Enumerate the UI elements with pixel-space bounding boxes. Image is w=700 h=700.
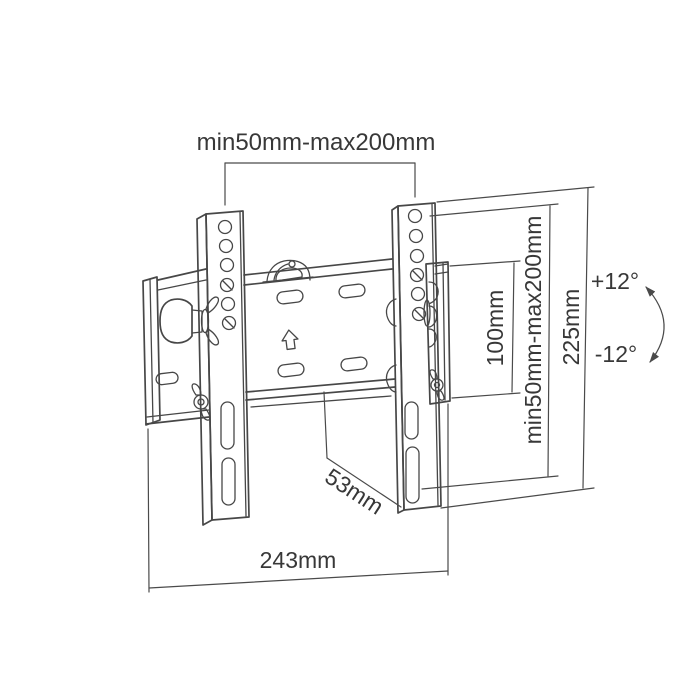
- plate-bottom-edge: [245, 378, 396, 393]
- plate-top-edge-inner: [243, 268, 393, 286]
- dim-label-overall-height: 225mm: [558, 289, 584, 366]
- right-rail-flange: [391, 205, 405, 514]
- bolt-behind-rail-upper: [385, 298, 397, 327]
- rail-slot: [221, 457, 236, 506]
- dimension-side-height: min50mm-max200mm: [421, 203, 559, 490]
- right-tv-rail: [391, 202, 442, 514]
- plate-left-end-cap: [142, 276, 161, 426]
- plate-top-edge: [243, 258, 393, 276]
- hook-latch: [262, 259, 314, 283]
- dimension-inner-height: 100mm: [449, 260, 521, 399]
- tilt-down-label: -12°: [595, 341, 637, 367]
- lock-wingnut-right: [429, 369, 445, 401]
- wall-plate: [243, 258, 396, 408]
- right-rail-face: [397, 202, 442, 511]
- dimension-overall-width: 243mm: [147, 403, 449, 593]
- rail-hole: [408, 228, 424, 244]
- rail-hole: [409, 248, 425, 264]
- rail-screw: [411, 306, 427, 322]
- rail-hole: [220, 296, 236, 312]
- rail-screw: [221, 315, 237, 331]
- rail-hole: [410, 286, 426, 302]
- dim-label-side-height-range: min50mm-max200mm: [520, 216, 546, 445]
- plate-bottom-bar: [250, 395, 392, 408]
- left-tv-rail: [196, 210, 250, 526]
- dimension-top-width: min50mm-max200mm: [197, 129, 436, 206]
- rail-hole: [218, 238, 234, 254]
- plate-bottom-edge-inner: [245, 386, 396, 401]
- dim-label-top-width-range: min50mm-max200mm: [197, 129, 436, 156]
- rail-slot: [404, 401, 419, 440]
- hook-screw: [288, 260, 296, 268]
- rail-screw: [219, 277, 235, 293]
- rail-hole: [217, 219, 233, 235]
- rail-slot: [405, 446, 420, 504]
- plate-slot-top-left: [276, 289, 304, 305]
- plate-slot-top-right: [338, 283, 366, 299]
- bolt-behind-rail-lower: [385, 364, 397, 393]
- tilt-up-label: +12°: [591, 268, 639, 294]
- rail-screw: [409, 267, 425, 283]
- dimension-depth: 53mm: [320, 391, 402, 520]
- tilt-arc-arrow: [645, 286, 665, 363]
- tilt-indicator: +12° -12°: [591, 268, 665, 367]
- left-rail-face: [205, 210, 250, 521]
- dim-label-overall-width: 243mm: [260, 547, 337, 573]
- rail-hole: [407, 208, 423, 224]
- arm-slot: [155, 371, 179, 386]
- rail-hole: [219, 257, 235, 273]
- dim-label-inner-height: 100mm: [482, 290, 508, 367]
- plate-slot-bottom-right: [340, 356, 368, 372]
- up-arrow-icon: [281, 329, 299, 351]
- dimension-overall-height: 225mm: [436, 186, 595, 509]
- dim-label-depth: 53mm: [320, 463, 388, 520]
- tension-knob-left: [159, 296, 220, 346]
- rail-slot: [220, 401, 235, 450]
- plate-right-end-cap: [425, 261, 451, 405]
- plate-slot-bottom-left: [277, 362, 305, 378]
